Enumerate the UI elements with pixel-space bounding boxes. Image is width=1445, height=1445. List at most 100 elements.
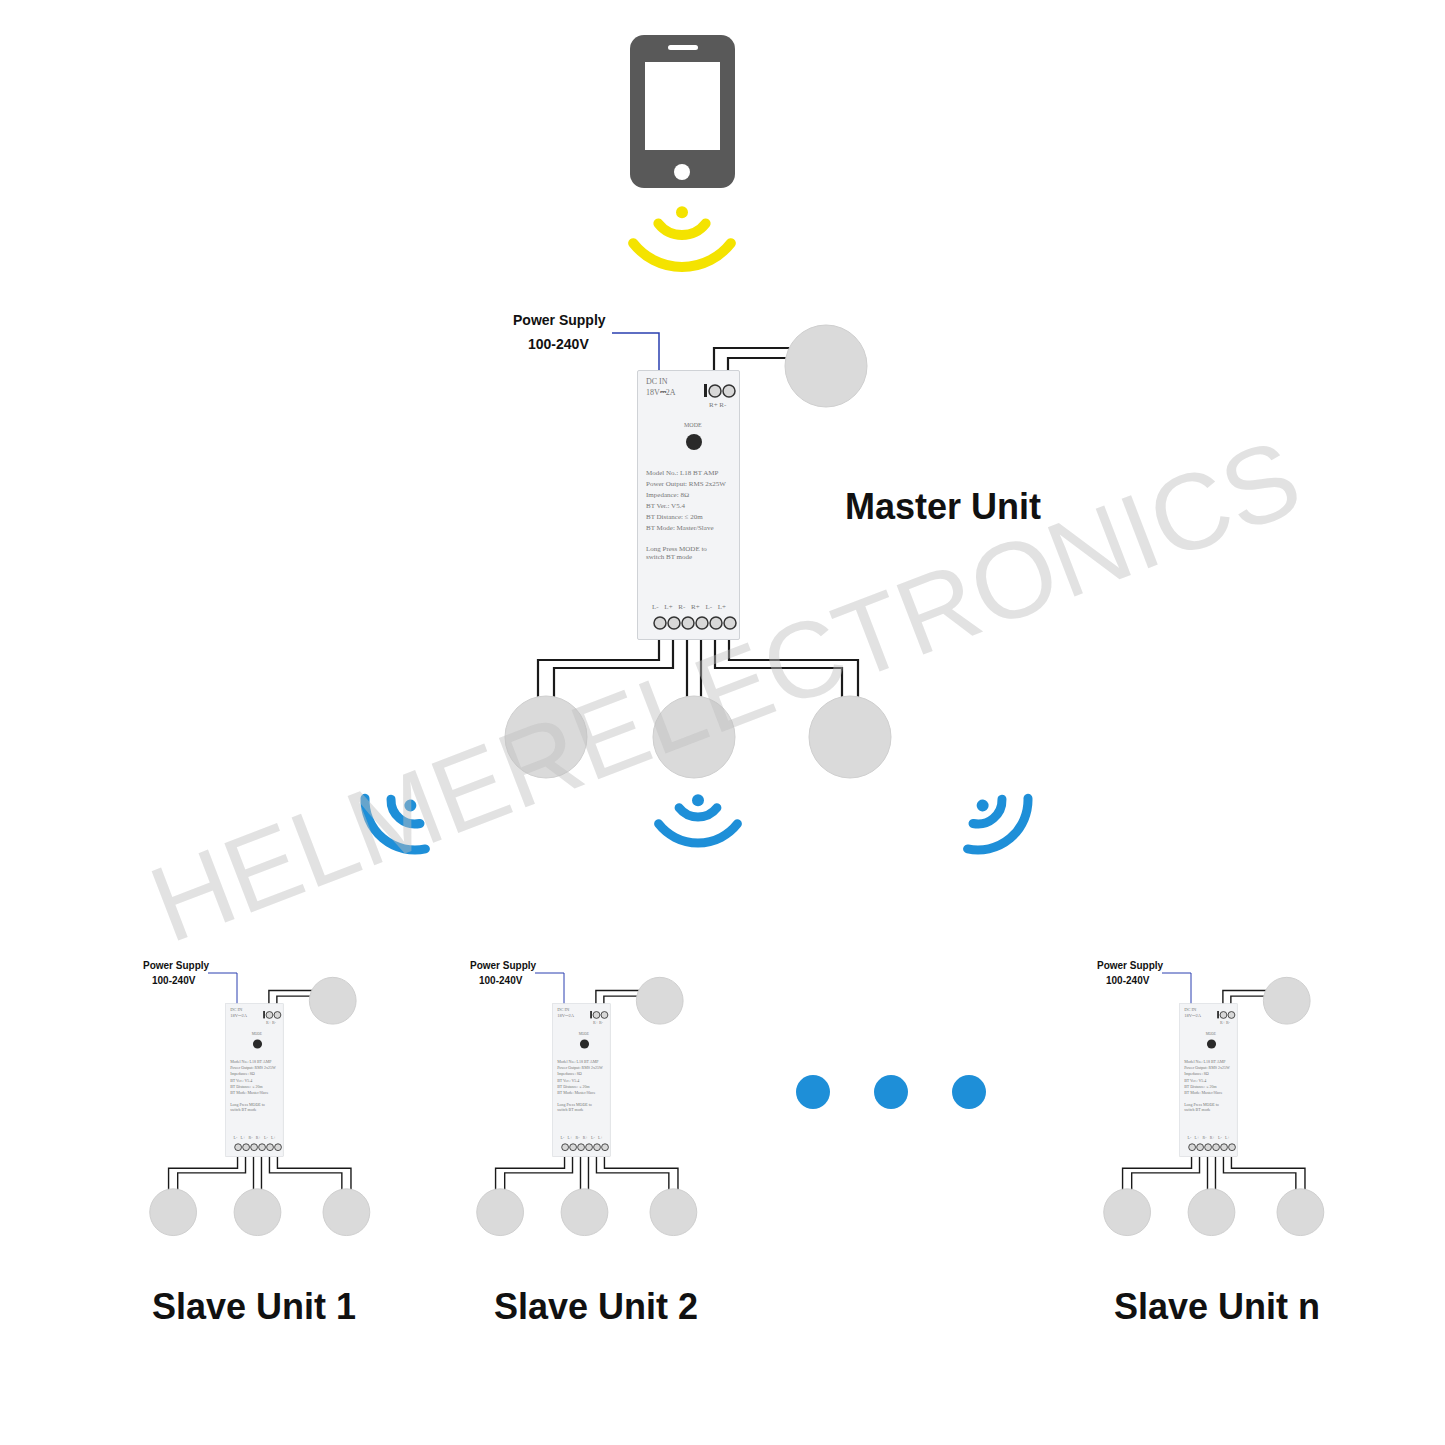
speaker-wire [580,1157,581,1191]
indicator [590,1011,592,1018]
screw-terminal [723,385,735,397]
indicator [1217,1011,1219,1018]
device-marking: Model No.: L18 BT AMP [230,1060,271,1064]
power-lead [612,333,659,372]
speaker [477,1189,524,1236]
speaker-wire [588,1157,589,1191]
screw-terminal [274,1012,281,1019]
screw-terminal [1220,1012,1227,1019]
device-marking: BT Mode: Master/Slave [1184,1091,1222,1095]
device-marking: Power Output: RMS 2x25W [230,1066,276,1070]
speaker [1277,1189,1324,1236]
screw-terminal [1213,1144,1220,1151]
screw-terminal [1205,1144,1212,1151]
speaker [785,325,867,407]
terminal-label: L- L+ R- R+ L- L+ [234,1136,276,1140]
amplifier-unit: DC IN18V⎓2AR+ R-MODEModel No.: L18 BT AM… [552,1003,611,1157]
device-marking: BT Mode: Master/Slave [557,1091,595,1095]
screw-terminal [586,1144,593,1151]
speaker-wire [261,1157,262,1191]
screw-terminal [259,1144,266,1151]
screw-terminal [266,1012,273,1019]
unit-heading: Slave Unit 1 [152,1286,356,1328]
indicator [704,384,707,397]
speaker-wire [1215,1157,1216,1191]
screw-terminal [267,1144,274,1151]
ellipsis-dots [796,1075,986,1109]
speaker-wire [596,1157,668,1191]
device-marking: Impedance: 8Ω [646,492,689,500]
device-marking: Long Press MODE to switch BT mode [646,546,720,561]
speaker-wire [505,1157,573,1191]
device-marking: BT Ver.: V5.4 [646,503,685,511]
speaker-wire [1123,1157,1192,1195]
screw-terminal [1228,1012,1235,1019]
device-marking: Impedance: 8Ω [557,1073,582,1077]
wireless-arc [633,243,731,267]
wireless-arc [659,824,738,843]
speaker-wire [496,1157,565,1195]
device-marking: BT Ver.: V5.4 [1184,1079,1206,1083]
terminal-label: L- L+ R- R+ L- L+ [1188,1136,1230,1140]
screw-terminal [696,617,708,629]
speaker-wire [1231,1157,1305,1195]
wireless-dot [692,794,704,806]
screw-terminal [1221,1144,1228,1151]
phone-icon [630,35,735,188]
unit-heading: Slave Unit 2 [494,1286,698,1328]
screw-terminal [243,1144,250,1151]
speaker-wire [1132,1157,1200,1191]
device-marking: 18V⎓2A [646,389,676,398]
screw-terminal [602,1144,609,1151]
device-marking: BT Distance: ≤ 20m [1184,1085,1216,1089]
device-marking: Power Output: RMS 2x25W [646,481,726,489]
voltage-label: 100-240V [152,975,195,986]
device-marking: MODE [579,1033,589,1037]
power-supply-label: Power Supply [513,312,606,328]
wireless-dot [974,797,991,814]
screw-terminal [1229,1144,1236,1151]
device-marking: BT Ver.: V5.4 [557,1079,579,1083]
amplifier-housing: DC IN18V⎓2AR+ R-MODEModel No.: L18 BT AM… [637,370,740,640]
screw-terminal [275,1144,282,1151]
speaker [234,1189,281,1236]
device-marking: BT Distance: ≤ 20m [557,1085,589,1089]
device-marking: 18V⎓2A [230,1014,247,1019]
device-marking: Long Press MODE to switch BT mode [557,1103,599,1112]
device-marking: Model No.: L18 BT AMP [1184,1060,1225,1064]
screw-terminal [709,385,721,397]
device-marking: Power Output: RMS 2x25W [557,1066,603,1070]
speaker-wire [1223,1157,1295,1191]
amplifier-housing: DC IN18V⎓2AR+ R-MODEModel No.: L18 BT AM… [552,1003,611,1157]
speaker [1188,1189,1235,1236]
power-lead [208,973,237,1005]
power-supply-label: Power Supply [470,960,536,971]
device-marking: MODE [684,422,702,429]
amplifier-unit: DC IN18V⎓2AR+ R-MODEModel No.: L18 BT AM… [637,370,740,640]
device-marking: DC IN [230,1008,242,1013]
device-marking: BT Mode: Master/Slave [646,525,714,533]
speaker [309,977,356,1024]
speaker [561,1189,608,1236]
wireless-arc [679,808,717,817]
screw-terminal [654,617,666,629]
screw-terminal [682,617,694,629]
amplifier-housing: DC IN18V⎓2AR+ R-MODEModel No.: L18 BT AM… [1179,1003,1238,1157]
unit-heading: Slave Unit n [1114,1286,1320,1328]
wireless-symbol [949,776,1041,864]
device-marking: BT Mode: Master/Slave [230,1091,268,1095]
device-marking: Long Press MODE to switch BT mode [1184,1103,1226,1112]
device-marking: Power Output: RMS 2x25W [1184,1066,1230,1070]
indicator [263,1011,265,1018]
device-marking: Impedance: 8Ω [1184,1073,1209,1077]
screw-terminal [578,1144,585,1151]
device-marking: MODE [1206,1033,1216,1037]
device-marking: DC IN [646,378,668,387]
speaker-wire [253,1157,254,1191]
speaker [1104,1189,1151,1236]
device-marking: BT Ver.: V5.4 [230,1079,252,1083]
screw-terminal [1189,1144,1196,1151]
mode-button [1207,1039,1216,1048]
device-marking: DC IN [557,1008,569,1013]
